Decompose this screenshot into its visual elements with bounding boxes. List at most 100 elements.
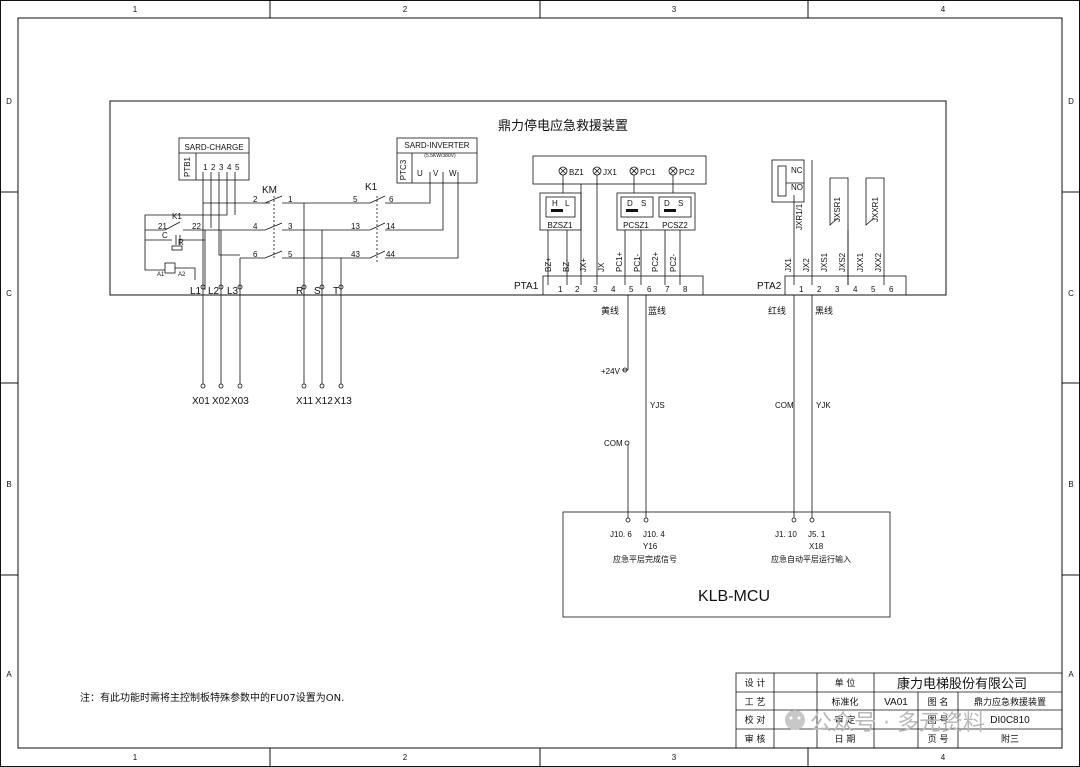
pta1-pin-7: 7 (665, 285, 670, 294)
capacitor-label: C (162, 231, 168, 240)
tb-drawing-no: 图 号 (928, 715, 949, 726)
col-label-top-2: 2 (403, 5, 408, 14)
tb-process: 工 艺 (745, 697, 766, 708)
mcu-j10-6: J10. 6 (610, 530, 632, 539)
bzsz1-label: BZSZ1 (548, 221, 573, 230)
pta1-pin-4: 4 (611, 285, 616, 294)
plus24v-label: +24V (601, 367, 621, 376)
motor-output-terminals: R S T X11 X12 X13 (296, 203, 352, 407)
pcsz1-label: PCSZ1 (623, 221, 649, 230)
k1-coil-label: K1 (172, 212, 182, 221)
coil-pin-a1: A1 (157, 272, 165, 278)
relay-nc-label: NC (791, 166, 803, 175)
pta2-pin-2: 2 (817, 285, 822, 294)
pta1-signal-4: JX (597, 262, 606, 272)
km-contactor: KM 2 1 4 3 6 5 (253, 185, 293, 260)
device-enclosure (109, 100, 947, 296)
selector-switch-pcsz1: D S PCSZ1 (616, 192, 696, 231)
inverter-pin-u: U (417, 169, 423, 178)
tb-page-val: 附三 (1001, 733, 1019, 745)
mcu-j1-10: J1. 10 (775, 530, 797, 539)
tb-drawing-val: 鼎力应急救援装置 (974, 696, 1046, 708)
km-pin-5: 5 (288, 250, 293, 259)
pta1-terminal: PTA1 BZ+ BZ- JX+ JX PC1+ PC1- PC2+ PC2- … (514, 251, 704, 296)
wire-red-label: 红线 (768, 305, 786, 317)
com-label-right: COM (775, 401, 794, 410)
charger-label: SARD-CHARGE (184, 143, 243, 152)
terminal-s: S (314, 286, 321, 297)
pta2-pin-1: 1 (799, 285, 804, 294)
col-label-top-1: 1 (133, 5, 138, 14)
ptb1-label: PTB1 (183, 156, 192, 177)
terminal-x03: X03 (231, 396, 249, 407)
lamp-bz1: BZ1 (569, 168, 584, 177)
pta1-pin-2: 2 (575, 285, 580, 294)
mcu-name: KLB-MCU (698, 588, 770, 605)
pcsz1-d: D (627, 199, 633, 208)
terminal-r: R (296, 286, 303, 297)
pta2-signal-4: JXS2 (838, 252, 847, 272)
lamp-pc2: PC2 (679, 168, 695, 177)
tb-company: 康力电梯股份有限公司 (897, 676, 1027, 692)
pta1-pin-8: 8 (683, 285, 688, 294)
row-label-right-a: A (1068, 670, 1074, 679)
wire-black-label: 黑线 (815, 305, 833, 317)
charger-pin-5: 5 (235, 163, 240, 172)
tb-drawing-name: 图 名 (928, 696, 949, 708)
pta1-signal-7: PC2+ (651, 251, 660, 272)
indicator-lamps: BZ1 JX1 PC1 PC2 (558, 166, 695, 177)
k1-control-relay: K1 21 22 C R A1 A2 (145, 212, 206, 290)
selector-switch-bzsz1: H L BZSZ1 (539, 192, 582, 231)
km-pin-1: 1 (288, 195, 293, 204)
k1-pin-13: 13 (351, 222, 360, 231)
pcsz1-s: S (641, 199, 646, 208)
pta2-pin-5: 5 (871, 285, 876, 294)
indicator-panel (532, 155, 707, 185)
terminal-x11: X11 (296, 396, 313, 407)
footnote: 注：有此功能时需将主控制板特殊参数中的FU07设置为ON. (80, 691, 344, 704)
terminal-l1: L1 (190, 286, 202, 297)
selector-switch-pcsz2: D S PCSZ2 (658, 196, 692, 230)
inverter-sub-label: (5.5KW/380V) (424, 153, 456, 159)
mcu-j10-4: J10. 4 (643, 530, 665, 539)
k1-contactor: K1 5 6 13 14 43 44 (351, 182, 395, 262)
wechat-icon (785, 710, 805, 730)
col-label-top-4: 4 (941, 5, 946, 14)
pta1-pin-6: 6 (647, 285, 652, 294)
tb-design: 设 计 (745, 677, 766, 689)
tb-approve: 审 核 (745, 733, 766, 745)
pta2-signal-5: JXX1 (856, 252, 865, 272)
charger-pin-4: 4 (227, 163, 232, 172)
inverter-block: SARD-INVERTER (5.5KW/380V) PTC3 U V W (396, 137, 478, 184)
charger-block: SARD-CHARGE PTB1 1 2 3 4 5 (178, 137, 250, 181)
jxr1-relay: NC NO JXR1/1 JXSR1 JXXR1 (771, 159, 880, 230)
row-label-right-c: C (1068, 289, 1074, 298)
device-title: 鼎力停电应急救援装置 (498, 118, 628, 134)
row-label-left-a: A (6, 670, 12, 679)
k1-pin-21: 21 (158, 222, 167, 231)
k1-pin-14: 14 (386, 222, 395, 231)
watermark: 公众号 · 多元资料 (785, 710, 985, 736)
pta2-pin-4: 4 (853, 285, 858, 294)
terminal-x02: X02 (212, 396, 230, 407)
mcu-x18-desc: 应急自动平层运行输入 (771, 554, 851, 564)
km-pin-2: 2 (253, 195, 258, 204)
pta2-signal-2: JX2 (802, 258, 811, 272)
pta1-signal-2: BZ- (562, 259, 571, 272)
charger-pin-3: 3 (219, 163, 224, 172)
inverter-pin-v: V (433, 169, 439, 178)
row-label-left-c: C (6, 289, 12, 298)
k1-pin-6: 6 (389, 195, 394, 204)
watermark-text: 公众号 · 多元资料 (810, 711, 985, 736)
pta1-signal-8: PC2- (669, 253, 678, 272)
pta2-signal-6: JXX2 (874, 252, 883, 272)
inverter-label: SARD-INVERTER (404, 141, 469, 150)
coil-pin-a2: A2 (178, 272, 186, 278)
pta1-pin-3: 3 (593, 285, 598, 294)
relay-contact-jxr1: JXR1/1 (795, 203, 804, 230)
pta1-label: PTA1 (514, 281, 539, 292)
pta2-terminal: PTA2 JX1 JX2 JXS1 JXS2 JXX1 JXX2 1 2 3 4… (757, 252, 907, 296)
relay-contact-jxxr1: JXXR1 (871, 197, 880, 222)
bzsz1-l: L (565, 199, 570, 208)
